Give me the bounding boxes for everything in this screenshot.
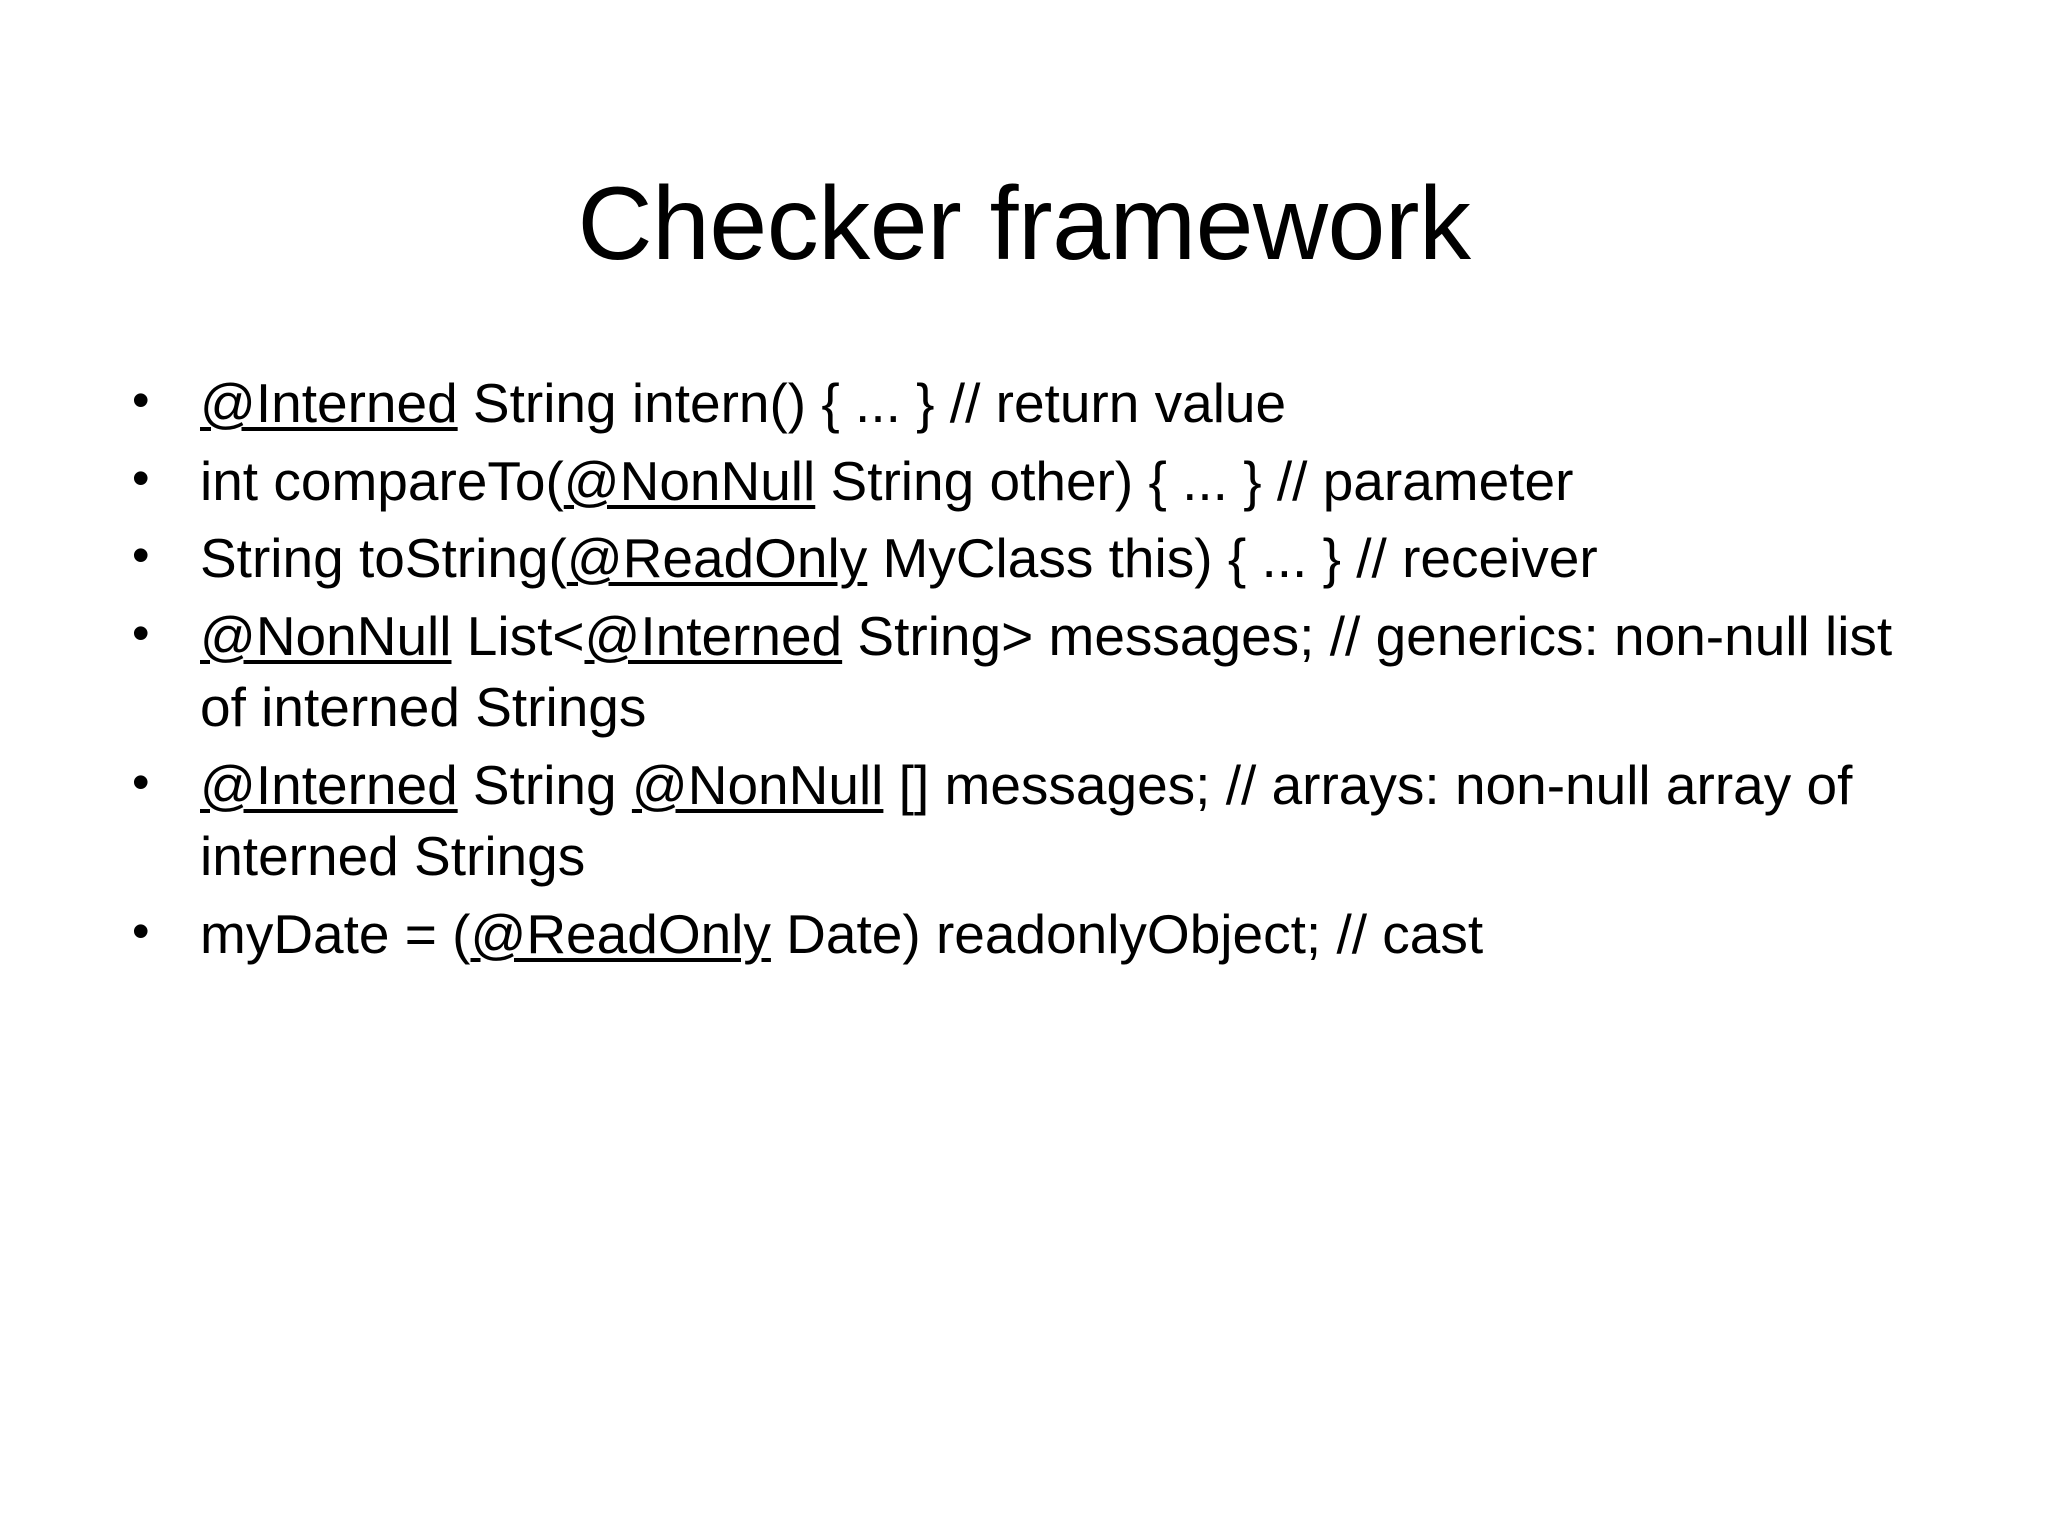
bullet-text: myDate = (@ReadOnly Date) readonlyObject… (200, 899, 1948, 971)
bullet-point-icon: • (132, 449, 150, 506)
bullet-list: • @Interned String intern() { ... } // re… (108, 368, 1948, 970)
bullet-text: @Interned String @NonNull [] messages; /… (200, 750, 1948, 893)
code-text: [] messages; // arrays: non-null array o… (200, 753, 1853, 888)
bullet-item-generics: • @NonNull List<@Interned String> message… (108, 601, 1948, 744)
annotation-token: @Interned (200, 372, 458, 434)
code-text: int compareTo( (200, 449, 564, 512)
bullet-point-icon: • (132, 902, 150, 959)
code-text: String toString( (200, 527, 567, 589)
annotation-token: @Interned (200, 753, 458, 816)
bullet-point-icon: • (132, 372, 150, 428)
annotation-token: @NonNull (563, 449, 816, 512)
bullet-item-parameter: • int compareTo(@NonNull String other) { … (108, 446, 1948, 518)
bullet-text: String toString(@ReadOnly MyClass this) … (200, 523, 1948, 595)
code-text: String intern() { ... } // return value (457, 372, 1287, 434)
bullet-item-receiver: • String toString(@ReadOnly MyClass this)… (108, 523, 1948, 595)
annotation-token: @Interned (584, 604, 843, 667)
code-text: String (457, 753, 632, 816)
code-text: List< (451, 604, 585, 667)
bullet-point-icon: • (132, 753, 150, 810)
annotation-token: @NonNull (200, 604, 452, 667)
code-text: String other) { ... } // parameter (815, 449, 1574, 512)
bullet-item-return-value: • @Interned String intern() { ... } // re… (108, 368, 1948, 440)
code-text: String> messages; // generics: non-null … (200, 604, 1893, 739)
slide-title: Checker framework (577, 165, 1471, 282)
code-text: MyClass this) { ... } // receiver (867, 527, 1598, 589)
bullet-point-icon: • (132, 604, 150, 661)
bullet-item-cast: • myDate = (@ReadOnly Date) readonlyObjec… (108, 899, 1948, 971)
bullet-text: @Interned String intern() { ... } // ret… (200, 368, 1948, 440)
bullet-item-arrays: • @Interned String @NonNull [] messages; … (108, 750, 1948, 893)
bullet-text: @NonNull List<@Interned String> messages… (200, 601, 1948, 744)
code-text: myDate = ( (200, 902, 471, 965)
annotation-token: @ReadOnly (566, 527, 868, 589)
annotation-token: @NonNull (631, 753, 884, 816)
slide-body: • @Interned String intern() { ... } // re… (108, 368, 1948, 976)
bullet-point-icon: • (132, 527, 150, 583)
bullet-text: int compareTo(@NonNull String other) { .… (200, 446, 1948, 518)
code-text: Date) readonlyObject; // cast (770, 902, 1484, 965)
annotation-token: @ReadOnly (470, 902, 771, 965)
